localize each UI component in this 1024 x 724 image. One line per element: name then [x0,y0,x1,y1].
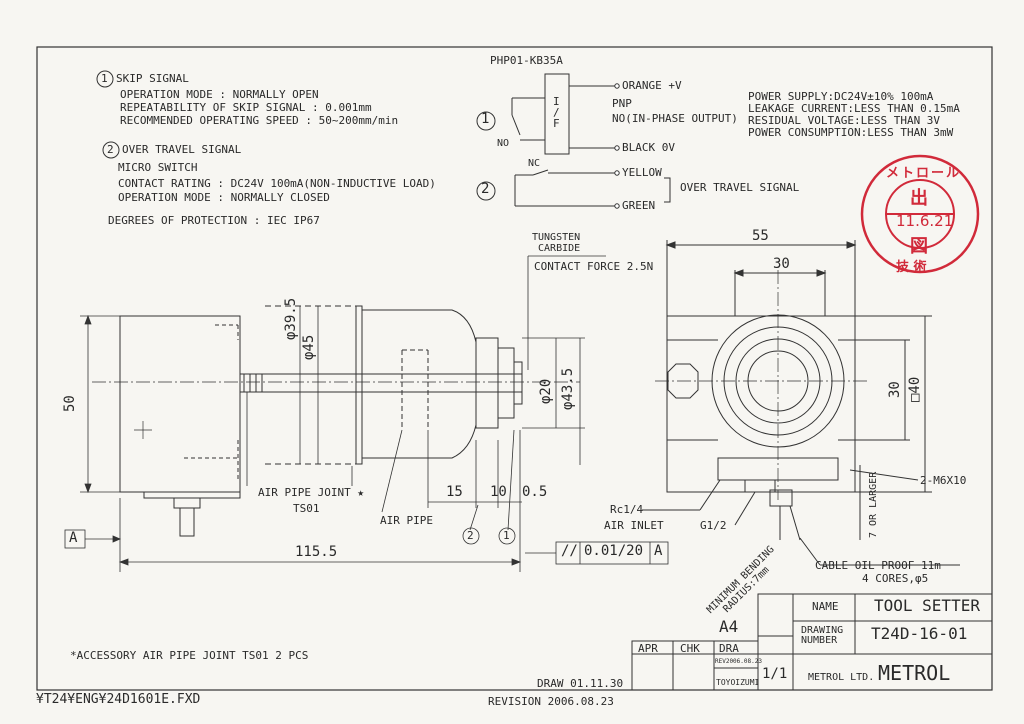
sheet-border [36,46,993,691]
no-phase-label: NO(IN-PHASE OUTPUT) [612,112,738,125]
g12-label: G1/2 [700,519,727,532]
name-label: NAME [812,600,839,613]
wire-yellow: YELLOW [622,166,662,179]
title-block-lines [631,593,993,691]
stamp-circles [860,154,980,274]
nc-label: NC [528,158,541,169]
dim-15: 15 [446,484,463,500]
skip-signal-line-3: RECOMMENDED OPERATING SPEED : 50~200mm/m… [120,114,399,127]
m6-label: 2-M6X10 [920,474,967,487]
dim-height-50: 50 [62,395,78,412]
circuit-diagram [476,73,671,209]
tungsten-label: TUNGSTEN CARBIDE [532,232,581,254]
approval-stamp: メトロール 出 11.6.21 図 技 術 [856,150,984,278]
cores-label: 4 CORES,φ5 [862,572,929,585]
skip-signal-number: 1 [101,72,108,85]
if-label: I / F [553,95,560,130]
contact-force-label: CONTACT FORCE 2.5N [534,260,654,273]
over-travel-line-2: CONTACT RATING : DC24V 100mA(NON-INDUCTI… [118,177,436,190]
over-travel-signal-label: OVER TRAVEL SIGNAL [680,181,800,194]
paper-size: A4 [719,617,739,636]
skip-signal-line-2: REPEATABILITY OF SKIP SIGNAL : 0.001mm [120,101,372,114]
circle-2-label: 2 [467,529,474,542]
stamp-mid-bottom: 図 [910,236,928,257]
company-name: METROL [878,661,951,685]
revision-date: REVISION 2006.08.23 [488,695,614,708]
dim-phi-39-5: φ39.5 [283,297,299,340]
wire-black: BLACK 0V [622,141,675,154]
over-travel-number: 2 [107,143,114,156]
drafter-name: TOYOIZUMI [716,678,760,687]
over-travel-line-1: MICRO SWITCH [118,161,198,174]
dra-label: DRA [719,642,739,655]
part-code: PHP01-KB35A [490,54,563,67]
ts01-label: TS01 [293,502,320,515]
stamp-date: 11.6.21 [896,212,954,230]
stamp-bottom: 技 術 [896,260,927,275]
tolerance-datum: A [654,543,663,559]
protection-note: DEGREES OF PROTECTION : IEC IP67 [108,214,320,227]
dim-phi-43-5: φ43.5 [560,367,576,410]
apr-label: APR [638,642,658,655]
chk-label: CHK [680,642,700,655]
scale-value: 1/1 [762,666,788,682]
dim-width-30: 30 [773,256,790,272]
cable-label: CABLE OIL PROOF 11m [815,559,941,572]
dim-length-115-5: 115.5 [295,544,338,560]
accessory-note: *ACCESSORY AIR PIPE JOINT TS01 2 PCS [70,649,309,662]
name-value: TOOL SETTER [874,596,980,615]
rc14-label: Rc1/4 [610,503,644,516]
dim-10: 10 [490,484,507,500]
dim-height-30: 30 [887,381,903,398]
drawing-number-label: DRAWING NUMBER [801,625,844,646]
rev-small: REV2006.08.23 [715,658,762,665]
air-pipe-label: AIR PIPE [380,514,433,527]
stamp-mid-top: 出 [910,188,928,209]
end-view [642,240,960,566]
dim-phi-20: φ20 [538,378,554,404]
circuit-circle-1: 1 [481,111,490,127]
circuit-circle-2: 2 [481,181,490,197]
over-travel-title: OVER TRAVEL SIGNAL [122,143,242,156]
dim-square-40: □40 [907,376,923,402]
dim-phi-45: φ45 [301,334,317,360]
if-box [544,73,570,155]
air-inlet-label: AIR INLET [604,519,664,532]
spec-power-supply: POWER SUPPLY:DC24V±10% 100mA [748,90,934,103]
datum-a: A [69,530,78,546]
stamp-top: メトロール [886,166,962,181]
draw-date: DRAW 01.11.30 [537,677,624,690]
or-larger-label: 7 OR LARGER [868,471,879,538]
air-pipe-joint-label: AIR PIPE JOINT ★ [258,486,364,499]
side-view-dimensions [64,255,669,572]
file-path: ¥T24¥ENG¥24D1601E.FXD [36,692,201,707]
spec-residual: RESIDUAL VOLTAGE:LESS THAN 3V [748,114,941,127]
drawing-number-value: T24D-16-01 [871,624,968,643]
tolerance-symbol: // [561,543,578,559]
dim-width-55: 55 [752,228,769,244]
over-travel-line-3: OPERATION MODE : NORMALLY CLOSED [118,191,330,204]
circle-1-label: 1 [503,529,510,542]
spec-leakage: LEAKAGE CURRENT:LESS THAN 0.15mA [748,102,960,115]
wire-green: GREEN [622,199,656,212]
company-logo-small: METROL LTD. [808,672,875,683]
tolerance-value: 0.01/20 [584,543,644,559]
no-label: NO [497,138,510,149]
dim-0-5: 0.5 [522,484,548,500]
spec-consumption: POWER CONSUMPTION:LESS THAN 3mW [748,126,954,139]
skip-signal-line-1: OPERATION MODE : NORMALLY OPEN [120,88,319,101]
side-view [92,305,580,537]
wire-orange: ORANGE +V [622,79,682,92]
pnp-label: PNP [612,97,632,110]
skip-signal-title: SKIP SIGNAL [116,72,189,85]
